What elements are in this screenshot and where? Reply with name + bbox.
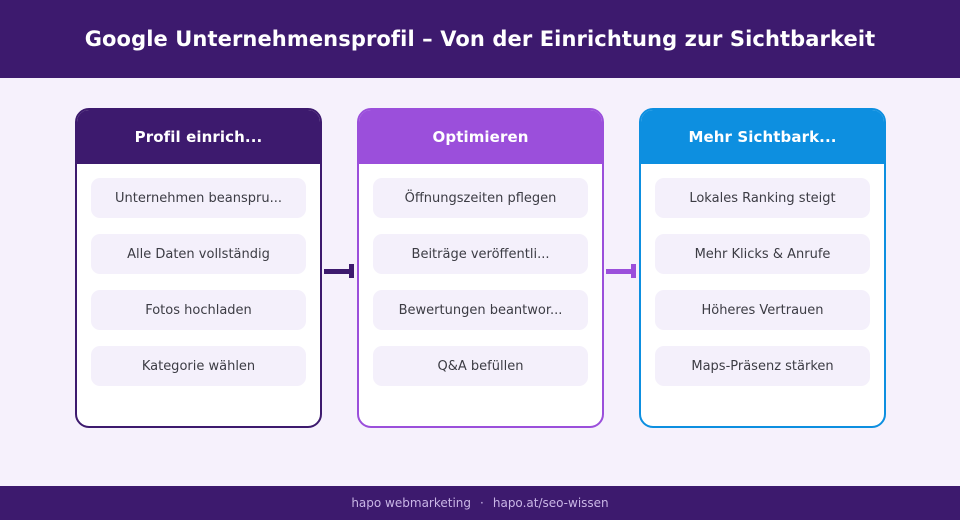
connector-line — [324, 269, 350, 274]
cards-stage: Profil einrich... Unternehmen beanspru..… — [0, 78, 960, 486]
footer-band: hapo webmarketing · hapo.at/seo-wissen — [0, 486, 960, 520]
footer-url: hapo.at/seo-wissen — [492, 496, 609, 510]
connector-arrow-2 — [606, 264, 636, 278]
card-mehr-sichtbarkeit[interactable]: Mehr Sichtbark... Lokales Ranking steigt… — [639, 108, 886, 428]
list-item[interactable]: Höheres Vertrauen — [655, 290, 870, 330]
footer-brand: hapo webmarketing — [351, 496, 472, 510]
card-optimieren[interactable]: Optimieren Öffnungszeiten pflegen Beiträ… — [357, 108, 604, 428]
list-item[interactable]: Lokales Ranking steigt — [655, 178, 870, 218]
connector-arrow-1 — [324, 264, 354, 278]
list-item[interactable]: Mehr Klicks & Anrufe — [655, 234, 870, 274]
header-band: Google Unternehmensprofil – Von der Einr… — [0, 0, 960, 78]
list-item[interactable]: Maps-Präsenz stärken — [655, 346, 870, 386]
card-header-title: Mehr Sichtbark... — [641, 110, 884, 164]
connector-line — [606, 269, 632, 274]
list-item[interactable]: Öffnungszeiten pflegen — [373, 178, 588, 218]
list-item[interactable]: Alle Daten vollständig — [91, 234, 306, 274]
card-body: Öffnungszeiten pflegen Beiträge veröffen… — [359, 164, 602, 426]
list-item[interactable]: Kategorie wählen — [91, 346, 306, 386]
footer-separator: · — [480, 496, 484, 510]
card-header-title: Profil einrich... — [77, 110, 320, 164]
list-item[interactable]: Bewertungen beantwor... — [373, 290, 588, 330]
page-title: Google Unternehmensprofil – Von der Einr… — [84, 27, 876, 51]
list-item[interactable]: Fotos hochladen — [91, 290, 306, 330]
card-header-title: Optimieren — [359, 110, 602, 164]
connector-arrowhead — [631, 264, 636, 278]
list-item[interactable]: Q&A befüllen — [373, 346, 588, 386]
list-item[interactable]: Beiträge veröffentli... — [373, 234, 588, 274]
connector-arrowhead — [349, 264, 354, 278]
list-item[interactable]: Unternehmen beanspru... — [91, 178, 306, 218]
card-body: Lokales Ranking steigt Mehr Klicks & Anr… — [641, 164, 884, 426]
card-body: Unternehmen beanspru... Alle Daten volls… — [77, 164, 320, 426]
card-profil-einrichten[interactable]: Profil einrich... Unternehmen beanspru..… — [75, 108, 322, 428]
